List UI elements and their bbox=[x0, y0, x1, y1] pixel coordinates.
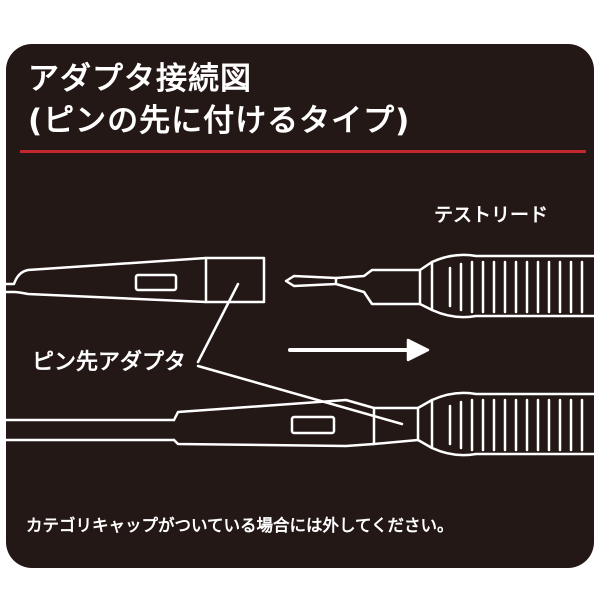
pin-adapter-top bbox=[6, 256, 266, 304]
diagram-panel: アダプタ接続図 (ピンの先に付けるタイプ) テストリード ピン先アダプタ カテゴ… bbox=[6, 44, 594, 568]
caption-note: カテゴリキャップがついている場合には外してください。 bbox=[26, 516, 454, 535]
right-arrow-icon bbox=[288, 338, 430, 362]
assembled-lead-bottom bbox=[6, 391, 594, 457]
leader-line-top bbox=[196, 282, 240, 364]
adapter-window-top bbox=[134, 273, 178, 292]
test-lead-top bbox=[284, 253, 594, 319]
grip-ribs-top bbox=[448, 260, 584, 314]
diagram-title: アダプタ接続図 bbox=[28, 61, 252, 97]
pin-adapter-label: ピン先アダプタ bbox=[32, 350, 187, 375]
leader-line-bottom bbox=[196, 364, 404, 426]
test-lead-label: テストリード bbox=[434, 204, 549, 226]
grip-ribs-bottom bbox=[448, 398, 584, 452]
diagram-subtitle: (ピンの先に付けるタイプ) bbox=[28, 103, 411, 139]
connection-drawing bbox=[6, 253, 594, 457]
probe-tip-top bbox=[284, 274, 338, 288]
title-divider bbox=[20, 150, 586, 153]
adapter-window-bottom bbox=[290, 415, 336, 435]
